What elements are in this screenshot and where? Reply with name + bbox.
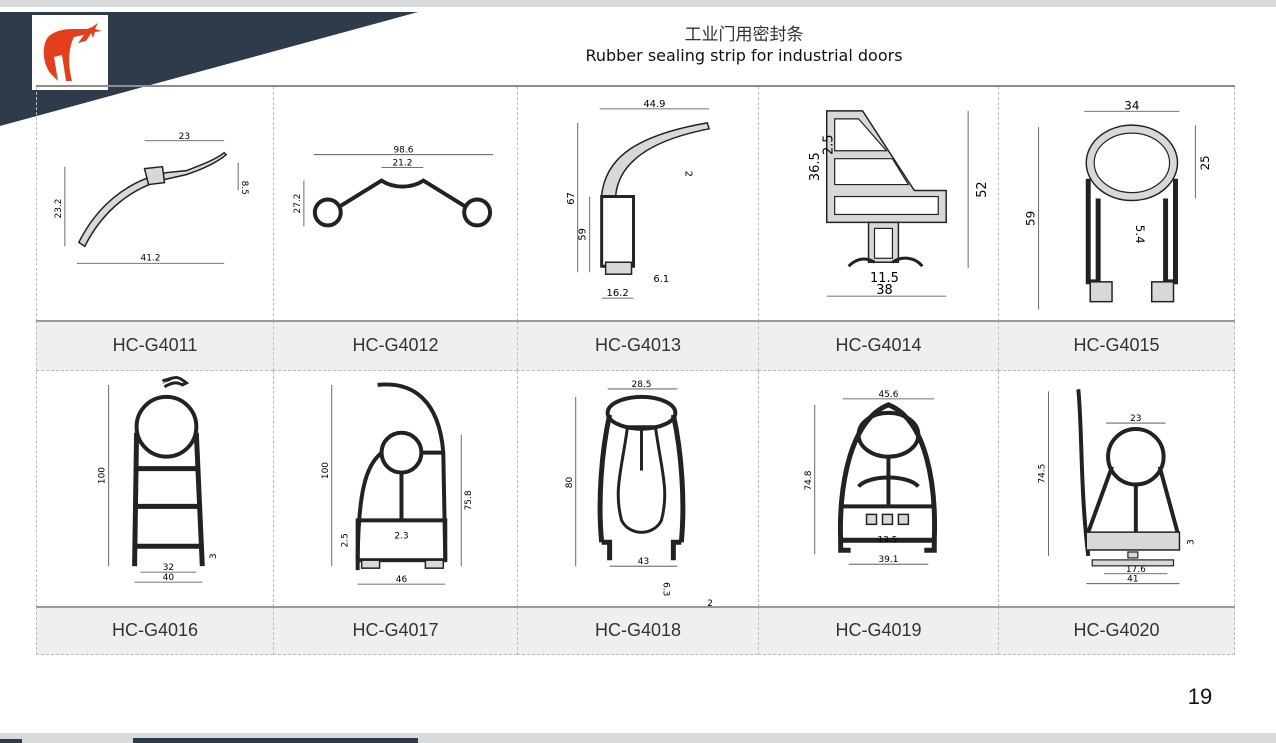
dim-label: 52 <box>975 181 990 197</box>
dim-label: 43 <box>638 557 649 567</box>
dim-label: 3 <box>1186 539 1196 545</box>
dim-label: 41 <box>1127 575 1138 585</box>
product-code-label: HC-G4016 <box>36 607 273 655</box>
drawing-hc-g4019: 45.6 74.8 13.5 39.1 <box>758 371 998 607</box>
row-separator <box>36 320 1235 322</box>
dim-label: 74.8 <box>804 470 814 490</box>
product-code-label: HC-G4015 <box>998 321 1235 371</box>
title-divider <box>36 85 1235 87</box>
top-strip <box>0 0 1276 7</box>
dim-label: 59 <box>578 228 589 241</box>
product-code-label: HC-G4018 <box>517 607 758 655</box>
dim-label: 2.5 <box>341 533 351 547</box>
page-number: 19 <box>1187 684 1213 709</box>
product-code-label: HC-G4019 <box>758 607 998 655</box>
drawing-hc-g4020: 23 74.5 3 17.6 41 <box>998 371 1235 607</box>
product-grid: 23 8.5 23.2 41.2 98.6 21.2 27.2 4 <box>36 87 1235 655</box>
dim-label: 21.2 <box>393 159 413 169</box>
bottom-accent <box>133 738 418 743</box>
drawing-hc-g4011: 23 8.5 23.2 41.2 <box>36 87 273 321</box>
dim-label: 17.6 <box>1126 565 1146 575</box>
dim-label: 80 <box>565 477 575 489</box>
drawing-hc-g4016: 100 3 32 40 <box>36 371 273 607</box>
dim-label: 36.5 <box>808 152 823 181</box>
dim-label: 59 <box>1024 211 1038 226</box>
bottom-strip <box>0 733 1276 743</box>
product-code-label: HC-G4012 <box>273 321 517 371</box>
bottom-accent <box>0 739 22 743</box>
dim-label: 16.2 <box>607 288 629 299</box>
page-title-english: Rubber sealing strip for industrial door… <box>585 46 903 65</box>
product-code-label: HC-G4020 <box>998 607 1235 655</box>
drawing-hc-g4014: 36.5 2.5 52 11.5 38 <box>758 87 998 321</box>
row-separator <box>36 606 1235 608</box>
dim-label: 2.5 <box>822 134 837 155</box>
dim-label: 2 <box>682 171 693 177</box>
drawing-hc-g4015: 34 25 59 5.4 <box>998 87 1235 321</box>
dim-label: 2.3 <box>394 531 408 541</box>
dim-label: 41.2 <box>141 253 161 263</box>
dim-label: 6.3 <box>660 582 670 596</box>
product-code-label: HC-G4017 <box>273 607 517 655</box>
dim-label: 8.5 <box>239 181 249 195</box>
dim-label: 38 <box>876 283 892 298</box>
dim-label: 5.4 <box>1133 225 1147 244</box>
dim-label: 11.5 <box>870 271 899 286</box>
logo-icon <box>43 23 102 81</box>
dim-label: 25 <box>1198 155 1212 170</box>
drawing-hc-g4012: 98.6 21.2 27.2 <box>273 87 517 321</box>
product-code-label: HC-G4011 <box>36 321 273 371</box>
dim-label: 100 <box>98 467 108 484</box>
dim-label: 23 <box>179 132 190 142</box>
dim-label: 67 <box>566 192 577 205</box>
product-code-label: HC-G4013 <box>517 321 758 371</box>
drawing-hc-g4013: 44.9 67 59 2 6.1 16.2 <box>517 87 758 321</box>
dim-label: 39.1 <box>878 555 898 565</box>
dim-label: 34 <box>1124 98 1139 112</box>
dim-label: 44.9 <box>643 99 665 110</box>
dim-label: 28.5 <box>632 380 652 390</box>
dim-label: 23 <box>1130 414 1141 424</box>
dim-label: 27.2 <box>293 194 303 214</box>
product-code-label: HC-G4014 <box>758 321 998 371</box>
drawing-hc-g4017: 100 75.8 2.5 2.3 46 <box>273 371 517 607</box>
page-title-chinese: 工业门用密封条 <box>684 25 804 45</box>
dim-label: 74.5 <box>1038 464 1048 484</box>
dim-label: 32 <box>163 563 174 573</box>
dim-label: 2 <box>707 599 713 606</box>
dim-label: 45.6 <box>878 390 898 400</box>
drawing-hc-g4018: 28.5 80 2 43 6.3 <box>517 371 758 607</box>
dim-label: 23.2 <box>54 199 64 219</box>
company-logo <box>32 15 108 90</box>
dim-label: 6.1 <box>653 274 669 285</box>
dim-label: 75.8 <box>464 490 474 510</box>
dim-label: 13.5 <box>877 535 897 545</box>
dim-label: 3 <box>209 553 219 559</box>
dim-label: 46 <box>396 575 408 585</box>
dim-label: 98.6 <box>393 146 413 156</box>
dim-label: 40 <box>163 573 175 583</box>
dim-label: 100 <box>321 462 331 479</box>
